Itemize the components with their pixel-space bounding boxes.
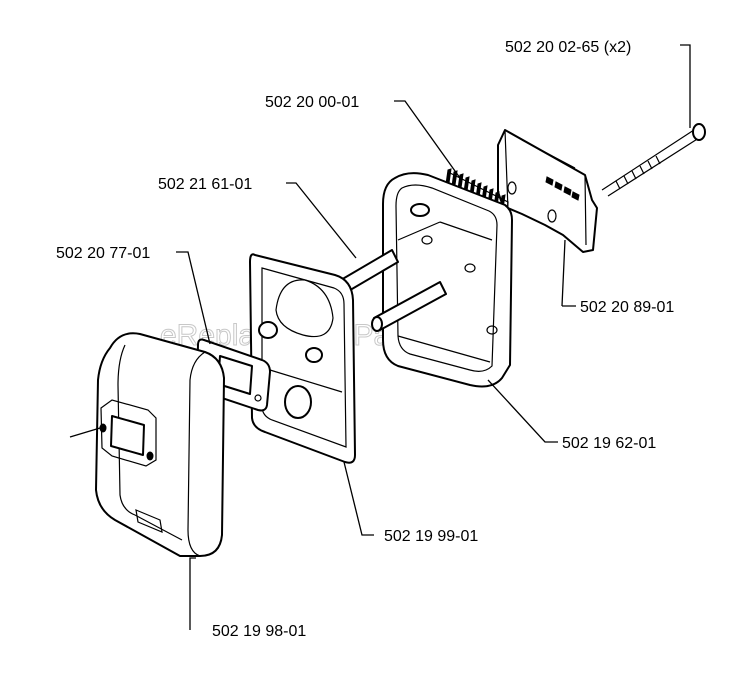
- leader-lines: [69, 44, 691, 630]
- muffler-body-part: [382, 172, 513, 388]
- callout-cooling-plate: 502 19 99-01: [384, 528, 478, 545]
- heat-shield-part: [497, 129, 598, 253]
- callout-heat-shield: 502 20 89-01: [580, 299, 674, 316]
- callout-bolt: 502 20 02-65 (x2): [505, 39, 631, 56]
- cooling-plate-part: [249, 253, 356, 464]
- callout-muffler-cover: 502 19 98-01: [212, 623, 306, 640]
- callout-muffler-body: 502 19 62-01: [562, 435, 656, 452]
- callout-outer-gasket: 502 20 77-01: [56, 245, 150, 262]
- callout-stud: 502 21 61-01: [158, 176, 252, 193]
- bolt-part: [601, 123, 706, 197]
- callout-spark-screen: 502 20 00-01: [265, 94, 359, 111]
- muffler-cover-part: [95, 332, 225, 557]
